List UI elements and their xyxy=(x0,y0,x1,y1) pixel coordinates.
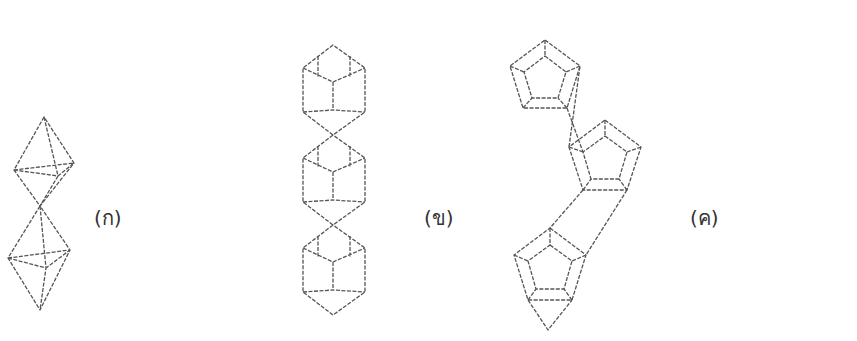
figure-label: (ก) xyxy=(92,202,124,234)
octahedron-chain xyxy=(8,117,74,310)
figure-label: (ค) xyxy=(688,202,721,234)
figure-label: (ข) xyxy=(422,202,456,234)
polyhedron-chain xyxy=(303,45,365,315)
pentagonal-prism-chain xyxy=(510,40,641,330)
